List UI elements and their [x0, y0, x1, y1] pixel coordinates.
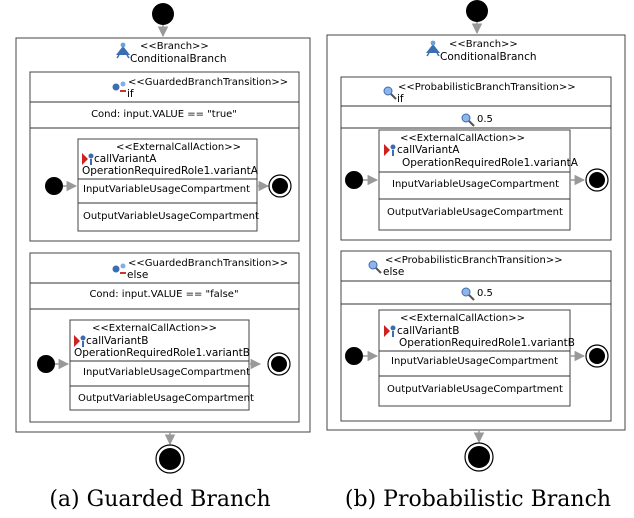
input-compartment: InputVariableUsageCompartment — [83, 184, 250, 195]
branch-name: ConditionalBranch — [440, 51, 537, 63]
external-call-action-box[interactable] — [378, 129, 571, 231]
panel-b: <<Branch>> ConditionalBranch <<Probabili… — [326, 0, 626, 512]
output-compartment: OutputVariableUsageCompartment — [387, 384, 563, 395]
call-role: OperationRequiredRole1.variantA — [82, 165, 259, 177]
start-node-icon — [152, 3, 174, 25]
call-stereotype: <<ExternalCallAction>> — [116, 142, 241, 153]
external-call-action-box[interactable] — [77, 138, 258, 232]
transition-stereotype: <<GuardedBranchTransition>> — [128, 77, 288, 88]
call-name: callVariantA — [397, 144, 460, 156]
call-name: callVariantB — [397, 325, 460, 337]
call-role: OperationRequiredRole1.variantB — [399, 337, 575, 349]
transition-stereotype: <<ProbabilisticBranchTransition>> — [385, 255, 563, 266]
output-compartment: OutputVariableUsageCompartment — [387, 207, 563, 218]
call-role: OperationRequiredRole1.variantA — [402, 157, 579, 169]
probability-value: 0.5 — [477, 114, 493, 125]
transition-stereotype: <<ProbabilisticBranchTransition>> — [398, 82, 576, 93]
external-call-action-box[interactable] — [69, 319, 250, 411]
caption-b: (b) Probabilistic Branch — [345, 487, 611, 512]
branch-name: ConditionalBranch — [130, 53, 227, 65]
guard-condition: Cond: input.VALUE == "false" — [89, 289, 238, 300]
start-node-icon — [345, 347, 363, 365]
call-stereotype: <<ExternalCallAction>> — [400, 133, 525, 144]
start-node-icon — [466, 0, 488, 22]
call-stereotype: <<ExternalCallAction>> — [400, 313, 525, 324]
start-node-icon — [345, 171, 363, 189]
call-name: callVariantA — [94, 153, 157, 165]
external-call-action-box[interactable] — [378, 309, 571, 407]
call-name: callVariantB — [86, 335, 149, 347]
output-compartment: OutputVariableUsageCompartment — [83, 211, 259, 222]
input-compartment: InputVariableUsageCompartment — [392, 179, 559, 190]
call-role: OperationRequiredRole1.variantB — [74, 347, 250, 359]
transition-name: else — [383, 266, 404, 278]
call-stereotype: <<ExternalCallAction>> — [92, 323, 217, 334]
start-node-icon — [45, 177, 63, 195]
transition-name: if — [397, 93, 404, 105]
transition-name: if — [127, 88, 134, 100]
panel-a: <<Branch>> ConditionalBranch <<GuardedBr… — [15, 3, 311, 512]
transition-stereotype: <<GuardedBranchTransition>> — [128, 258, 288, 269]
start-node-icon — [37, 355, 55, 373]
probability-value: 0.5 — [477, 288, 493, 299]
input-compartment: InputVariableUsageCompartment — [83, 367, 250, 378]
guard-condition: Cond: input.VALUE == "true" — [91, 109, 237, 120]
branch-stereotype: <<Branch>> — [140, 41, 209, 52]
transition-name: else — [127, 269, 148, 281]
input-compartment: InputVariableUsageCompartment — [391, 356, 558, 367]
branch-stereotype: <<Branch>> — [449, 39, 518, 50]
output-compartment: OutputVariableUsageCompartment — [78, 393, 254, 404]
caption-a: (a) Guarded Branch — [49, 487, 270, 512]
